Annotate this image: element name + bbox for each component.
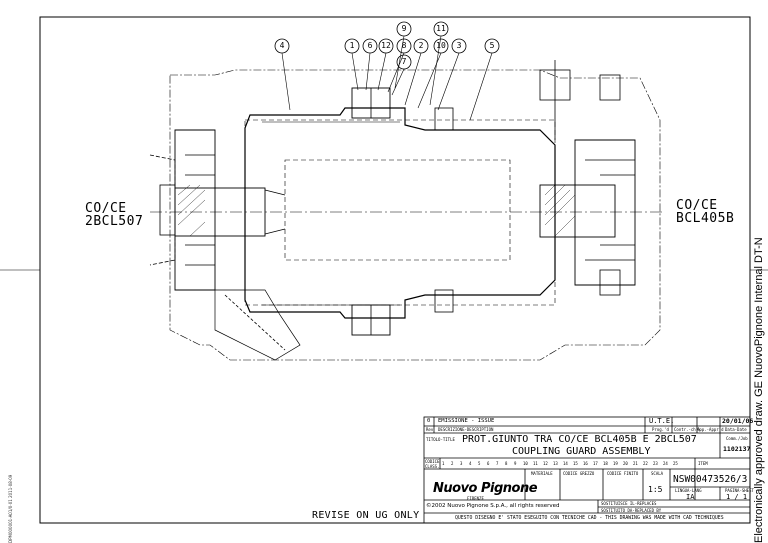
sheet-frame [0,16,768,524]
class-13: 13 [553,461,558,466]
rev-header: Rev [426,427,434,432]
balloon-9: 9 [401,24,407,33]
class-20: 20 [623,461,628,466]
materiale-label: MATERIALE [531,471,553,476]
balloon-circles [274,21,500,70]
balloon-8: 8 [401,41,407,50]
rev-header-desc: DESCRIZIONE-DESCRIPTION [438,427,494,432]
codice-grezzo-label: CODICE GREZZO [563,471,595,476]
ute-label: U.T.E. [649,417,675,425]
company-city: FIRENZE [467,496,484,501]
job-label: Comm./Job [726,436,748,441]
item-label: ITEM [698,461,708,466]
class-1: 1 [442,461,445,466]
drawing-number-suffix: /3 [735,474,748,485]
left-machine-label: CO/CE 2BCL507 [85,202,143,228]
class-25: 25 [673,461,678,466]
class-12: 12 [543,461,548,466]
title-block-frame [423,416,751,524]
drawing-number: NSW00473526/3 [673,474,747,485]
scan-stamp: DPM000001-A01/0-01 2011-08-09 [8,474,13,543]
class-7: 7 [496,461,499,466]
drawing-title-it: PROT.GIUNTO TRA CO/CE BCL405B E 2BCL507 [462,434,697,445]
class-15: 15 [573,461,578,466]
balloon-10: 10 [436,41,446,50]
class-10: 10 [523,461,528,466]
sheet-value: 1 / 1 [726,493,748,501]
class-3: 3 [460,461,463,466]
pagina-label: PAGINA-SHEET [725,488,754,493]
codice-finito-label: CODICE FINITO [607,471,639,476]
class-23: 23 [653,461,658,466]
scala-label: SCALA [651,471,664,476]
rev-description: EMISSIONE - ISSUE [438,418,495,424]
lang-value: IA [686,493,695,501]
balloon-6: 6 [367,41,373,50]
date-label: Data-Date [725,427,747,432]
class-17: 17 [593,461,598,466]
drawing-title-en: COUPLING GUARD ASSEMBLY [512,446,651,457]
job-number: 1102137 [723,445,751,453]
drawing-number-main: NSW00473526 [673,474,736,485]
rev-number: 0 [427,418,431,424]
class-22: 22 [643,461,648,466]
side-approval-note: Electronically approved draw. GE NuovoPi… [753,237,765,543]
approve-label: App.-Appr'd [697,427,724,432]
class-11: 11 [533,461,538,466]
check-label: Contr.-ch'k [674,427,701,432]
class-18: 18 [603,461,608,466]
class-2: 2 [451,461,454,466]
scale-value: 1:5 [648,485,663,494]
date-value: 20/01/06 [722,417,754,425]
class-19: 19 [613,461,618,466]
balloon-7: 7 [401,57,407,66]
copyright: ©2002 Nuovo Pignone S.p.A., all rights r… [426,503,560,509]
company-logo: Nuovo Pignone [433,481,538,496]
class-4: 4 [469,461,472,466]
ute-sub: Prog.'d [652,427,669,432]
balloon-2: 2 [418,41,424,50]
sostituisce-label: SOSTITUISCE IL-REPLACES [601,501,657,506]
right-label-line1: CO/CE [676,198,718,213]
class-9: 9 [514,461,517,466]
class-14: 14 [563,461,568,466]
right-machine-label: CO/CE BCL405B [676,199,734,225]
cad-note: QUESTO DISEGNO E' STATO ESEGUITO CON TEC… [455,516,724,521]
left-label-line1: CO/CE [85,201,127,216]
class-16: 16 [583,461,588,466]
revise-note: REVISE ON UG ONLY [312,510,420,521]
balloon-3: 3 [456,41,462,50]
class-21: 21 [633,461,638,466]
class-label: CODICE CLASS. [425,459,440,469]
left-label-line2: 2BCL507 [85,214,144,229]
sostituito-label: SOSTITUITO DA-REPLACED BY [601,508,662,513]
coupling-guard-drawing [149,21,665,361]
class-8: 8 [505,461,508,466]
lingua-label: LINGUA-LANG [675,488,702,493]
balloon-1: 1 [349,41,355,50]
class-24: 24 [663,461,668,466]
balloon-12: 12 [381,41,391,50]
class-5: 5 [478,461,481,466]
right-label-line2: BCL405B [676,211,735,226]
title-label: TITOLO-TITLE [426,437,455,442]
class-6: 6 [487,461,490,466]
balloon-5: 5 [489,41,495,50]
balloon-4: 4 [279,41,285,50]
balloon-11: 11 [436,24,446,33]
